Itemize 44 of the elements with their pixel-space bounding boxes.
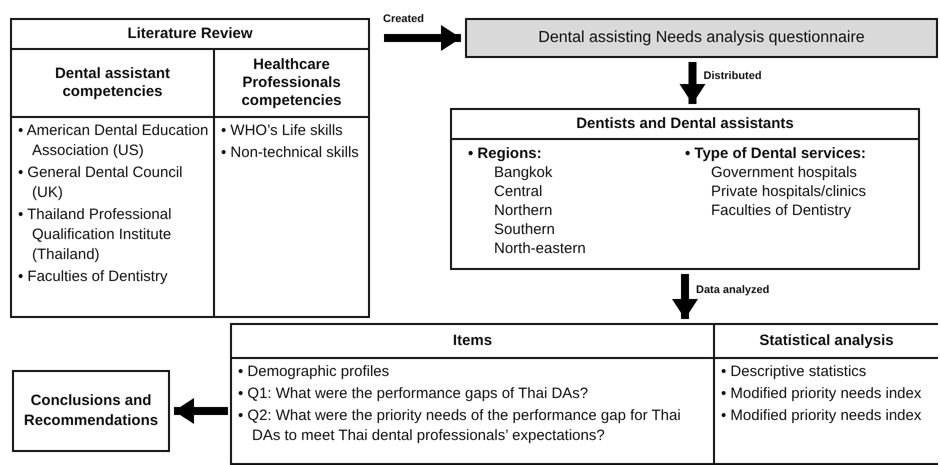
box-heading: Dentists and Dental assistants	[576, 114, 794, 134]
group-heading: • Regions:	[468, 145, 542, 162]
process-box	[465, 18, 938, 58]
column-heading: Healthcare Professionals competencies	[240, 56, 343, 110]
list-item: Faculties of Dentistry	[711, 202, 852, 219]
list-item: • Faculties of Dentistry	[18, 268, 168, 285]
list-item: • General Dental Council (UK)	[18, 164, 183, 201]
table-column	[213, 50, 368, 316]
edge-label: Data analyzed	[696, 284, 770, 296]
column-heading: Statistical analysis	[759, 332, 894, 350]
list-item: Northern	[494, 202, 552, 219]
list-item: Private hospitals/clinics	[711, 183, 866, 200]
arrow	[174, 398, 228, 424]
arrow	[384, 25, 461, 51]
arrow	[672, 274, 698, 319]
column-heading: Items	[452, 332, 492, 350]
list-item: • Thailand Professional Qualification Institute (Thailand)	[18, 206, 172, 263]
list-item: • Q1: What were the performance gaps of Thai DAs?	[238, 385, 588, 402]
list-item: • Modified priority needs index	[721, 407, 922, 424]
list-item: Government hospitals	[711, 164, 857, 181]
list-item: • Q2: What were the priority needs of the performance gap for Thai DAs to meet Thai dental professionals’ expectations?	[238, 407, 681, 444]
box-text: Dental assisting Needs analysis questionnaire	[538, 28, 865, 48]
group-heading: • Type of Dental services:	[685, 145, 866, 162]
list-item: • Descriptive statistics	[721, 363, 866, 380]
process-box	[450, 108, 920, 270]
table-box	[230, 323, 938, 465]
list-item: • Modified priority needs index	[721, 385, 922, 402]
list-item: North-eastern	[494, 240, 586, 257]
table-heading: Literature Review	[127, 24, 253, 44]
edge-label: Created	[383, 13, 424, 25]
list-item: • American Dental Education Association (US)	[18, 122, 208, 159]
list-item: Central	[494, 183, 542, 200]
table-box	[10, 18, 370, 318]
list-item: • Non-technical skills	[221, 144, 359, 161]
list-item: • Demographic profiles	[238, 363, 390, 380]
list-item: Southern	[494, 221, 555, 238]
list-item: • WHO’s Life skills	[221, 122, 343, 139]
edge-label: Distributed	[704, 70, 762, 82]
list-item: Bangkok	[494, 164, 552, 181]
box-text: Conclusions and Recommendations	[24, 391, 158, 431]
process-box	[12, 370, 170, 452]
column-heading: Dental assistant competencies	[54, 65, 172, 101]
table-column	[713, 325, 938, 463]
arrow	[680, 62, 706, 104]
